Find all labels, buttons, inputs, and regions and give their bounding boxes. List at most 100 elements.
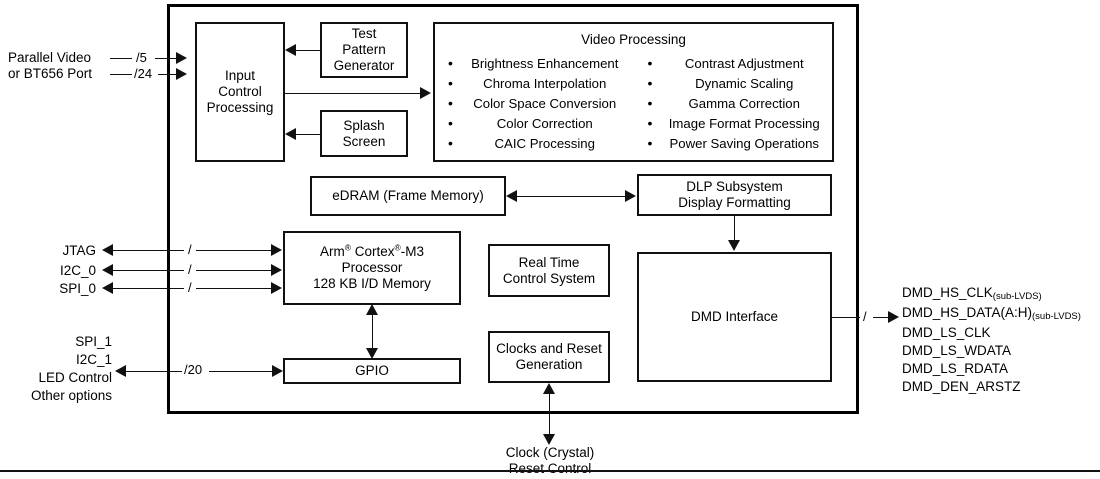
video-processing-item: Power Saving Operations: [645, 133, 827, 154]
video-processing-item: CAIC Processing: [445, 133, 627, 154]
signal-label-spi0: SPI_0: [59, 281, 96, 296]
parallel-video-bus-5: /5: [134, 50, 149, 65]
wire-i2c0-b: [196, 270, 272, 271]
video-processing-item: Gamma Correction: [645, 93, 827, 114]
video-processing-title: Video Processing: [581, 32, 686, 47]
signal-label-jtag: JTAG: [62, 243, 97, 258]
wire-dmd-out-b: [873, 317, 889, 318]
wire-periph-arrow-left: [115, 365, 126, 377]
block-test-pattern-generator[interactable]: Test Pattern Generator: [320, 22, 408, 78]
parallel-video-arrow-1: [176, 52, 187, 64]
wire-input-to-videoproc-arrow: [420, 87, 431, 99]
wire-clocks-arrow-up: [543, 383, 555, 394]
signal-label-spi1: SPI_1: [75, 334, 112, 349]
signal-label-dmd-ls-clk: DMD_LS_CLK: [902, 325, 991, 340]
processor-line2: Processor: [341, 260, 403, 276]
splash-line1: Splash: [343, 117, 385, 133]
signal-label-i2c1: I2C_1: [75, 352, 112, 367]
block-edram[interactable]: eDRAM (Frame Memory): [310, 176, 506, 216]
signal-group-peripherals: SPI_1 I2C_1 LED Control Other options: [0, 333, 112, 405]
registered-mark-icon: ®: [394, 242, 401, 253]
processor-arm-text: Arm: [319, 244, 345, 260]
signal-label-dmd-ls-rdata: DMD_LS_RDATA: [902, 361, 1009, 376]
video-processing-column-right: Contrast Adjustment Dynamic Scaling Gamm…: [645, 53, 827, 154]
parallel-video-wire-2a: [110, 74, 132, 75]
block-input-control-processing[interactable]: Input Control Processing: [195, 22, 285, 162]
input-control-line2: Control: [218, 84, 262, 100]
wire-tpg-to-input: [296, 50, 320, 51]
splash-line2: Screen: [342, 133, 386, 149]
block-dlp-subsystem[interactable]: DLP Subsystem Display Formatting: [637, 174, 832, 216]
block-clocks-and-reset-generation[interactable]: Clocks and Reset Generation: [488, 331, 610, 383]
wire-input-to-videoproc: [285, 93, 422, 94]
wire-processor-gpio-arrow-down: [366, 348, 378, 359]
signal-label-dmd-ls-wdata: DMD_LS_WDATA: [902, 343, 1012, 358]
input-control-line3: Processing: [206, 99, 274, 115]
parallel-video-wire-1a: [110, 58, 132, 59]
bottom-divider: [0, 470, 1100, 472]
video-processing-item: Contrast Adjustment: [645, 53, 827, 74]
signal-label-dmd-hs-clk: DMD_HS_CLK(sub-LVDS): [902, 284, 1081, 304]
dlp-subsystem-line2: Display Formatting: [678, 195, 791, 210]
block-gpio[interactable]: GPIO: [283, 358, 461, 384]
block-real-time-control-system[interactable]: Real Time Control System: [488, 244, 610, 297]
signal-name: DMD_HS_CLK: [902, 285, 993, 300]
signal-group-dmd-outputs: DMD_HS_CLK(sub-LVDS) DMD_HS_DATA(A:H)(su…: [902, 284, 1081, 396]
wire-processor-gpio-arrow-up: [366, 304, 378, 315]
wire-jtag-a: [112, 250, 184, 251]
real-time-line2: Control System: [502, 270, 596, 286]
block-arm-cortex-m3[interactable]: Arm® Cortex®-M3 Processor 128 KB I/D Mem…: [283, 231, 461, 305]
test-pattern-line3: Generator: [333, 57, 395, 73]
signal-sub: (sub-LVDS): [992, 291, 1042, 302]
wire-processor-gpio: [372, 313, 373, 351]
test-pattern-line1: Test: [351, 26, 377, 42]
block-splash-screen[interactable]: Splash Screen: [320, 110, 408, 157]
wire-clocks-arrow-down: [543, 434, 555, 445]
wire-spi0-arrow-left: [102, 282, 113, 294]
block-dmd-interface[interactable]: DMD Interface: [637, 252, 832, 382]
processor-m3-text: -M3: [400, 244, 425, 260]
wire-i2c0-bus: /: [186, 262, 194, 277]
gpio-label: GPIO: [355, 363, 389, 379]
edram-label: eDRAM (Frame Memory): [332, 188, 484, 204]
signal-name: DMD_HS_DATA(A:H): [902, 305, 1033, 320]
video-processing-item: Image Format Processing: [645, 113, 827, 134]
wire-i2c0-arrow-left: [102, 264, 113, 276]
wire-dlp-to-dmd: [734, 216, 735, 241]
signal-label-i2c0: I2C_0: [59, 263, 96, 278]
real-time-line1: Real Time: [518, 254, 580, 270]
wire-i2c0-a: [112, 270, 184, 271]
wire-edram-dlp-arrow-left: [506, 190, 517, 202]
external-clock-line2: Reset Control: [508, 461, 592, 476]
signal-label-other-options: Other options: [30, 388, 112, 403]
wire-spi0-bus: /: [186, 280, 194, 295]
wire-edram-dlp: [517, 196, 626, 197]
processor-line1: Arm® Cortex®-M3: [289, 242, 455, 260]
test-pattern-line2: Pattern: [342, 42, 386, 58]
clocks-line2: Generation: [515, 357, 583, 372]
video-processing-item: Color Space Conversion: [445, 93, 627, 114]
input-control-line1: Input: [224, 68, 256, 84]
wire-clocks-external: [549, 392, 550, 437]
wire-splash-to-input-arrow: [285, 128, 296, 140]
wire-jtag-arrow-right: [271, 244, 282, 256]
signal-label-led-control: LED Control: [38, 370, 112, 385]
video-processing-item: Brightness Enhancement: [445, 53, 627, 74]
processor-line3: 128 KB I/D Memory: [313, 275, 431, 291]
wire-spi0-a: [112, 288, 184, 289]
signal-label-dmd-den-arstz: DMD_DEN_ARSTZ: [902, 379, 1021, 394]
signal-label-dmd-hs-data: DMD_HS_DATA(A:H)(sub-LVDS): [902, 304, 1081, 324]
parallel-video-label-line2: or BT656 Port: [8, 66, 93, 81]
video-processing-item: Color Correction: [445, 113, 627, 134]
wire-dmd-out-bus: /: [861, 309, 869, 324]
wire-periph-b: [209, 371, 273, 372]
wire-dmd-out-a: [832, 317, 860, 318]
wire-tpg-to-input-arrow: [285, 44, 296, 56]
dlp-subsystem-line1: DLP Subsystem: [686, 179, 783, 195]
video-processing-item: Dynamic Scaling: [645, 73, 827, 94]
block-video-processing[interactable]: Video Processing Brightness Enhancement …: [433, 22, 834, 162]
parallel-video-arrow-2: [176, 68, 187, 80]
wire-jtag-b: [196, 250, 272, 251]
parallel-video-bus-24: /24: [132, 66, 155, 81]
